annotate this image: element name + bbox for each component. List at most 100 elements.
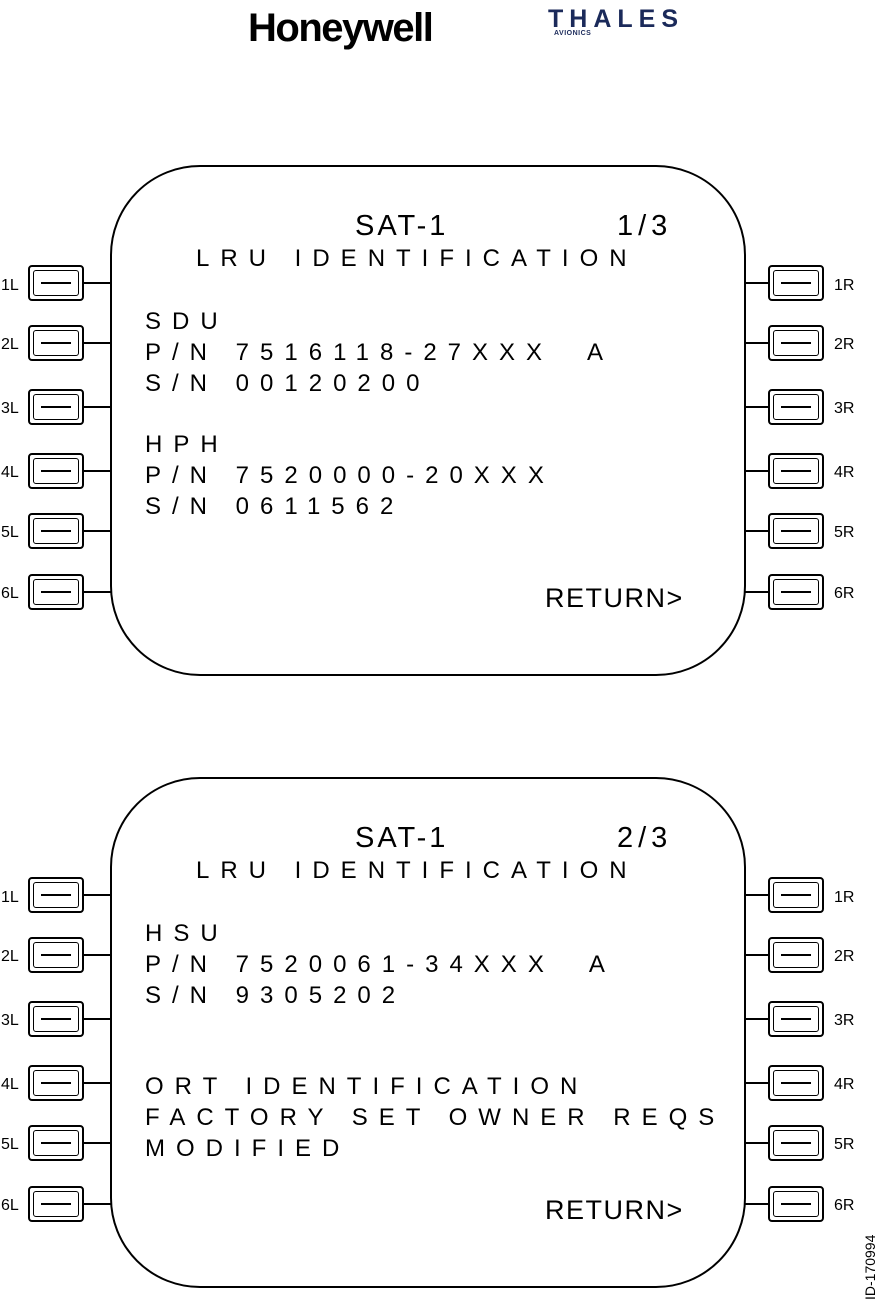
line-select-key-1l[interactable] xyxy=(28,877,84,913)
lsk-lead-line xyxy=(84,1203,111,1205)
lsk-label-4l: 4L xyxy=(1,1076,19,1093)
lsk-lead-line xyxy=(745,954,769,956)
page-subtitle: LRU IDENTIFICATION xyxy=(196,245,638,272)
line-select-key-3r[interactable] xyxy=(768,389,824,425)
lsk-label-5r: 5R xyxy=(834,524,855,541)
line-select-key-5r[interactable] xyxy=(768,1125,824,1161)
lsk-lead-line xyxy=(745,1018,769,1020)
line-select-key-4l[interactable] xyxy=(28,1065,84,1101)
line-select-key-6l[interactable] xyxy=(28,574,84,610)
return-prompt[interactable]: RETURN> xyxy=(545,1195,684,1225)
line-3-hsu-serial-number: S/N 9305202 xyxy=(145,982,407,1009)
mcdu-page-2: SAT-1 2/3 LRU IDENTIFICATION HSU P/N 752… xyxy=(0,777,883,1292)
page-title: SAT-1 xyxy=(355,210,449,242)
line-7-hph-serial-number: S/N 0611562 xyxy=(145,493,405,520)
avionics-logo-subtext: AVIONICS xyxy=(554,30,592,37)
line-select-key-4r[interactable] xyxy=(768,453,824,489)
lsk-lead-line xyxy=(84,1018,111,1020)
lsk-label-3l: 3L xyxy=(1,400,19,417)
mcdu-display-screen xyxy=(110,777,746,1288)
lsk-label-2r: 2R xyxy=(834,336,855,353)
line-1-sdu: SDU xyxy=(145,308,229,335)
line-select-key-4l[interactable] xyxy=(28,453,84,489)
lsk-lead-line xyxy=(745,1142,769,1144)
lsk-lead-line xyxy=(745,591,769,593)
line-1-hsu: HSU xyxy=(145,920,229,947)
lsk-label-3l: 3L xyxy=(1,1012,19,1029)
page-title: SAT-1 xyxy=(355,822,449,854)
line-select-key-5r[interactable] xyxy=(768,513,824,549)
line-7-ort-factory-set: FACTORY SET OWNER REQS xyxy=(145,1104,726,1131)
line-2-hsu-part-number: P/N 7520061-34XXX A xyxy=(145,951,616,978)
page-number: 2/3 xyxy=(617,822,673,854)
lsk-lead-line xyxy=(84,282,111,284)
line-select-key-2r[interactable] xyxy=(768,325,824,361)
return-prompt[interactable]: RETURN> xyxy=(545,583,684,613)
lsk-label-5r: 5R xyxy=(834,1136,855,1153)
honeywell-logo: Honeywell xyxy=(248,6,434,50)
lsk-lead-line xyxy=(745,282,769,284)
lsk-lead-line xyxy=(745,470,769,472)
lsk-label-3r: 3R xyxy=(834,1012,855,1029)
lsk-label-1l: 1L xyxy=(1,889,19,906)
lsk-label-4r: 4R xyxy=(834,464,855,481)
lsk-lead-line xyxy=(84,894,111,896)
lsk-label-5l: 5L xyxy=(1,1136,19,1153)
document-id: ID-170994 xyxy=(862,1234,878,1300)
line-select-key-5l[interactable] xyxy=(28,1125,84,1161)
line-select-key-1r[interactable] xyxy=(768,265,824,301)
lsk-label-4l: 4L xyxy=(1,464,19,481)
line-8-ort-modified: MODIFIED xyxy=(145,1135,351,1162)
lsk-lead-line xyxy=(745,406,769,408)
line-select-key-1r[interactable] xyxy=(768,877,824,913)
lsk-lead-line xyxy=(745,530,769,532)
mcdu-display-screen xyxy=(110,165,746,676)
lsk-label-2l: 2L xyxy=(1,948,19,965)
lsk-label-1l: 1L xyxy=(1,277,19,294)
line-select-key-1l[interactable] xyxy=(28,265,84,301)
lsk-label-6l: 6L xyxy=(1,1197,19,1214)
line-select-key-2r[interactable] xyxy=(768,937,824,973)
lsk-label-1r: 1R xyxy=(834,277,855,294)
line-select-key-4r[interactable] xyxy=(768,1065,824,1101)
lsk-lead-line xyxy=(84,1082,111,1084)
line-select-key-3l[interactable] xyxy=(28,389,84,425)
page-number: 1/3 xyxy=(617,210,673,242)
lsk-lead-line xyxy=(84,342,111,344)
line-select-key-6l[interactable] xyxy=(28,1186,84,1222)
line-select-key-5l[interactable] xyxy=(28,513,84,549)
lsk-lead-line xyxy=(745,1082,769,1084)
lsk-label-4r: 4R xyxy=(834,1076,855,1093)
lsk-lead-line xyxy=(745,342,769,344)
line-select-key-2l[interactable] xyxy=(28,937,84,973)
lsk-lead-line xyxy=(84,530,111,532)
line-select-key-6r[interactable] xyxy=(768,1186,824,1222)
thales-avionics-logo: THALES AVIONICS xyxy=(548,6,708,40)
page-subtitle: LRU IDENTIFICATION xyxy=(196,857,638,884)
lsk-label-6l: 6L xyxy=(1,585,19,602)
line-2-sdu-part-number: P/N 7516118-27XXX A xyxy=(145,339,615,366)
line-5-hph: HPH xyxy=(145,431,229,458)
line-6-ort-identification: ORT IDENTIFICATION xyxy=(145,1073,589,1100)
lsk-label-1r: 1R xyxy=(834,889,855,906)
lsk-label-2r: 2R xyxy=(834,948,855,965)
line-6-hph-part-number: P/N 7520000-20XXX xyxy=(145,462,555,489)
lsk-lead-line xyxy=(745,894,769,896)
thales-logo-word: THALES xyxy=(548,5,684,33)
lsk-label-2l: 2L xyxy=(1,336,19,353)
line-select-key-3r[interactable] xyxy=(768,1001,824,1037)
line-3-sdu-serial-number: S/N 00120200 xyxy=(145,370,431,397)
lsk-lead-line xyxy=(84,1142,111,1144)
mcdu-page-1: SAT-1 1/3 LRU IDENTIFICATION SDU P/N 751… xyxy=(0,165,883,680)
line-select-key-3l[interactable] xyxy=(28,1001,84,1037)
line-select-key-6r[interactable] xyxy=(768,574,824,610)
line-select-key-2l[interactable] xyxy=(28,325,84,361)
lsk-label-3r: 3R xyxy=(834,400,855,417)
lsk-lead-line xyxy=(84,406,111,408)
lsk-lead-line xyxy=(745,1203,769,1205)
lsk-label-6r: 6R xyxy=(834,1197,855,1214)
lsk-lead-line xyxy=(84,954,111,956)
lsk-lead-line xyxy=(84,470,111,472)
lsk-lead-line xyxy=(84,591,111,593)
lsk-label-5l: 5L xyxy=(1,524,19,541)
